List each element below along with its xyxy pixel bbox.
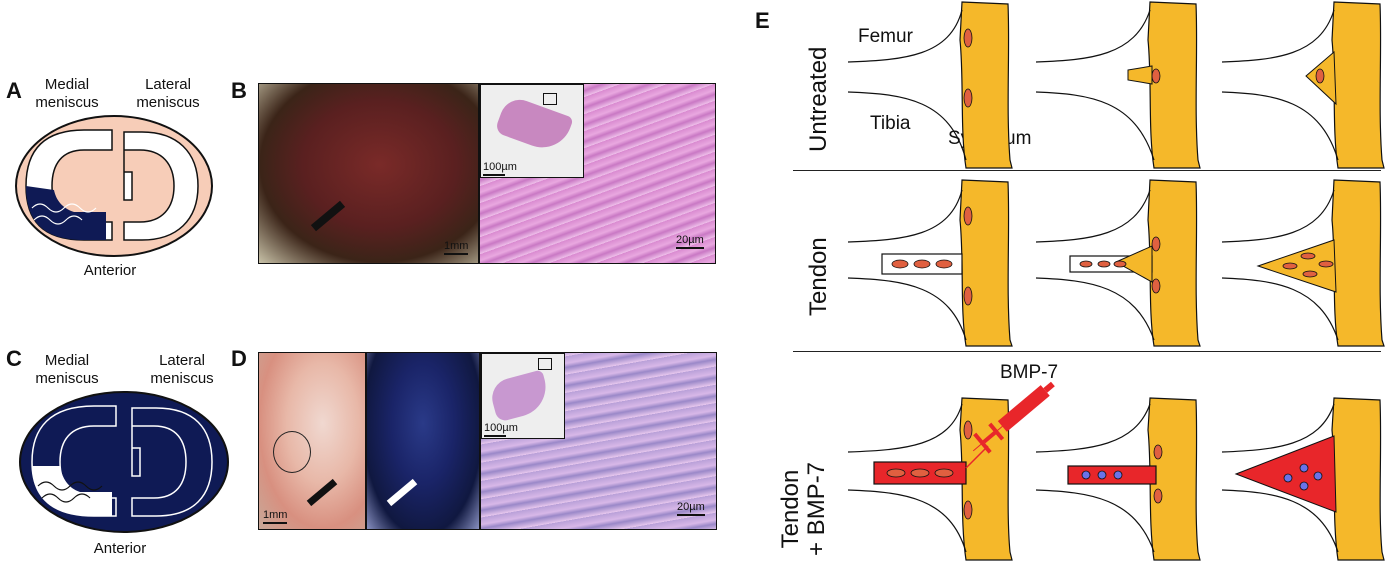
arrow-icon <box>306 478 338 507</box>
row-label-line-2: + BMP-7 <box>803 461 830 556</box>
row-divider <box>793 351 1381 352</box>
row-label-untreated: Untreated <box>805 46 832 152</box>
panel-letter-a: A <box>6 78 22 103</box>
label-bmp7-injection: BMP-7 <box>1000 362 1059 383</box>
label-anterior-a: Anterior <box>83 262 137 279</box>
panel-letter-b: B <box>231 78 247 103</box>
macro-photo-d-left: 1mm <box>258 352 366 530</box>
syringe-icon <box>972 381 1055 454</box>
scale-bar-photo-d: 1mm <box>263 509 288 524</box>
arrow-icon <box>386 478 418 507</box>
scale-bar-histo-b: 20µm <box>676 234 704 249</box>
scale-bar-inset-d: 100µm <box>484 422 518 437</box>
scale-bar-photo-b: 1mm <box>444 240 469 255</box>
label-anterior-c: Anterior <box>93 540 147 557</box>
label-tibia: Tibia <box>870 113 911 134</box>
row-label-line-1: Tendon <box>777 469 804 549</box>
panel-letter-d: D <box>231 346 247 371</box>
label-lateral-meniscus-c: Lateral meniscus <box>150 352 214 387</box>
panel-letter-c: C <box>6 346 22 371</box>
row-label-tendon: Tendon <box>805 237 832 316</box>
macro-photo-d-stained <box>366 352 480 530</box>
label-femur: Femur <box>858 26 913 47</box>
label-medial-meniscus-c: Medial meniscus <box>35 352 99 387</box>
scale-bar-histo-d: 20µm <box>677 501 705 516</box>
arrow-icon <box>310 200 346 232</box>
meniscus-diagram-a <box>15 115 213 257</box>
schematic-e <box>847 1 1385 561</box>
inset-image-b: 100µm <box>480 84 584 178</box>
macro-photo-b: 1mm <box>258 83 479 264</box>
inset-image-d: 100µm <box>481 353 565 439</box>
scale-bar-inset-b: 100µm <box>483 161 517 176</box>
histology-image-b: 100µm 20µm <box>479 83 716 264</box>
histology-image-d: 100µm 20µm <box>480 352 717 530</box>
meniscus-diagram-c <box>19 391 229 533</box>
row-divider <box>793 170 1381 171</box>
label-medial-meniscus-a: Medial meniscus <box>35 76 99 111</box>
panel-letter-e: E <box>755 8 770 33</box>
row-label-tendon-bmp7: Tendon + BMP-7 <box>777 461 830 556</box>
label-lateral-meniscus-a: Lateral meniscus <box>136 76 200 111</box>
